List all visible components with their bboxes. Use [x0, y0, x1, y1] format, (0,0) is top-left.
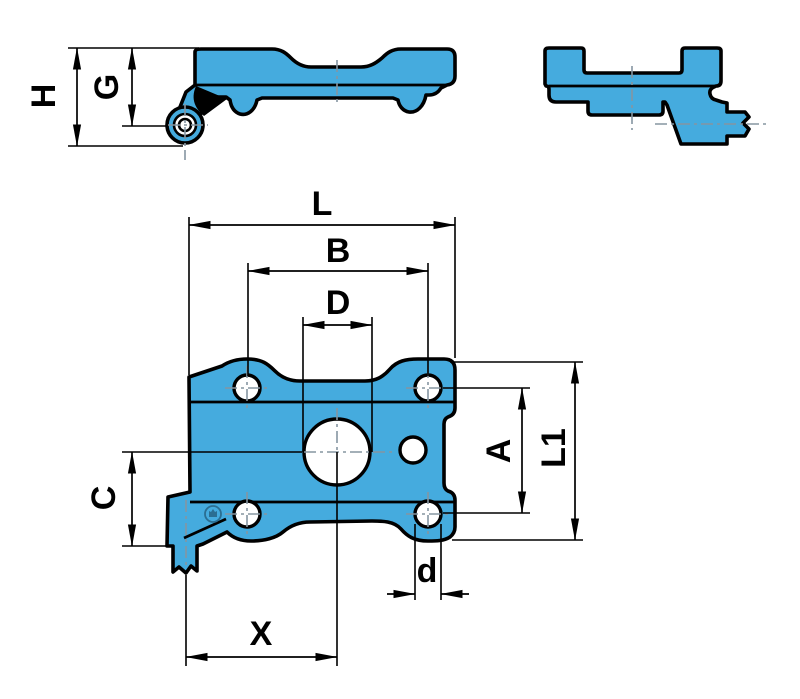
- dimension-G-label: G: [88, 74, 126, 100]
- hole-cross-top-left: [225, 366, 269, 410]
- dimension-D: D: [302, 284, 373, 452]
- small-side-hole: [398, 435, 428, 465]
- dimension-d-extension-lines: [414, 524, 442, 600]
- dimension-H-label: H: [25, 84, 63, 109]
- dimension-d: d: [387, 524, 469, 600]
- dimension-L1: L1: [450, 361, 583, 541]
- dimension-L1-extension-lines: [450, 361, 583, 541]
- dimension-C: C: [85, 451, 302, 547]
- plan-view: [165, 357, 457, 575]
- dimension-A: A: [443, 387, 530, 514]
- dimension-X: X: [185, 452, 338, 666]
- end-view-body-outline: [543, 46, 751, 146]
- dimension-A-label: A: [480, 439, 518, 464]
- dimension-B-extension-lines: [247, 263, 429, 376]
- dimension-d-label: d: [417, 552, 438, 590]
- dimension-C-label: C: [85, 486, 123, 511]
- dimension-B-label: B: [326, 232, 351, 270]
- hole-cross-bottom-left: [225, 492, 269, 536]
- dimension-D-extension-lines: [302, 317, 373, 452]
- emblem-glyph: [209, 509, 217, 517]
- side-view-gusset: [193, 86, 227, 116]
- dimension-L1-label: L1: [535, 428, 573, 468]
- dimension-X-extension-lines: [185, 452, 338, 666]
- dimension-H: H: [25, 47, 199, 147]
- manufacturer-emblem-icon: [204, 505, 222, 523]
- dimension-D-label: D: [326, 284, 351, 322]
- dimension-A-extension-lines: [443, 387, 530, 514]
- dimension-B: B: [247, 232, 429, 376]
- dimension-G: G: [88, 47, 166, 127]
- end-view: [543, 46, 770, 146]
- hole-cross-bottom-right: [406, 492, 450, 536]
- side-view: [165, 47, 457, 160]
- emblem-circle: [204, 505, 222, 523]
- dimension-L-extension-lines: [188, 217, 456, 375]
- dimension-X-label: X: [250, 615, 273, 653]
- dimension-L: L: [188, 185, 456, 375]
- plan-view-bracket-fold-line: [183, 517, 227, 540]
- dimension-L-label: L: [312, 185, 333, 223]
